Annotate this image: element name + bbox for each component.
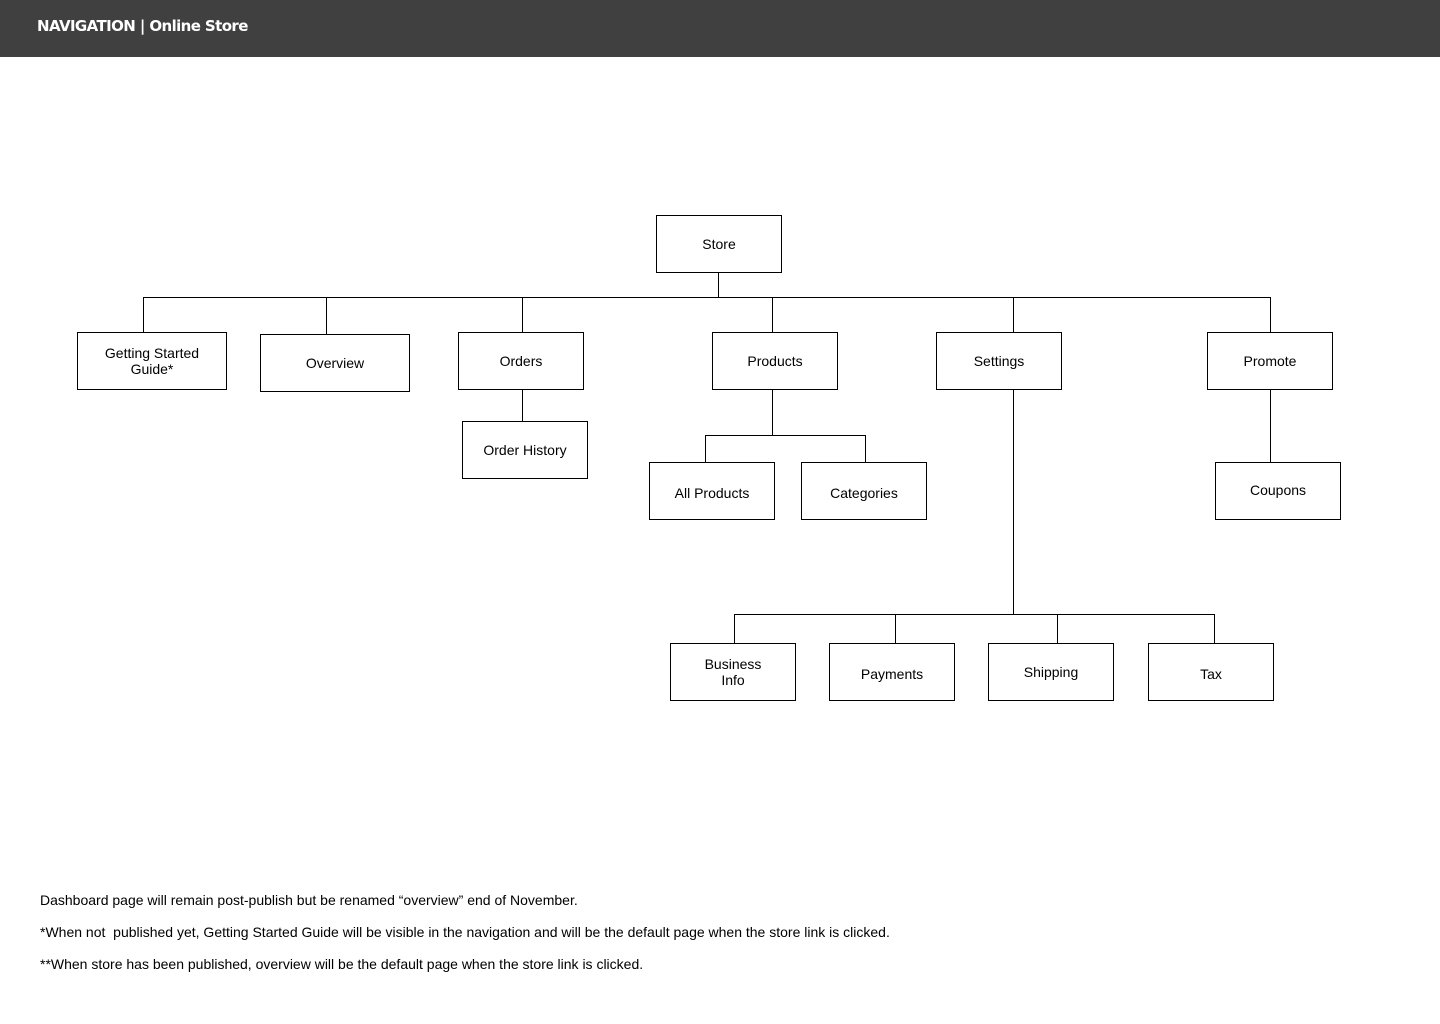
- node-overview: Overview: [260, 334, 410, 392]
- node-shipping: Shipping: [988, 643, 1114, 701]
- connector-orders-history: [522, 390, 523, 422]
- node-payments: Payments: [829, 643, 955, 701]
- footnote-dashboard: Dashboard page will remain post-publish …: [40, 892, 578, 908]
- connector-shipping: [1057, 614, 1058, 644]
- footnote-getting-started: *When not published yet, Getting Started…: [40, 924, 890, 940]
- page-title: NAVIGATION | Online Store: [37, 17, 248, 35]
- node-business-info: Business Info: [670, 643, 796, 701]
- node-tax: Tax: [1148, 643, 1274, 701]
- node-all-products: All Products: [649, 462, 775, 520]
- footnote-published: **When store has been published, overvie…: [40, 956, 644, 972]
- connector-settings: [1013, 297, 1014, 333]
- page-title-section: Online Store: [149, 17, 248, 35]
- page-title-main: NAVIGATION: [37, 17, 136, 35]
- node-order-history: Order History: [462, 421, 588, 479]
- connector-payments: [895, 614, 896, 644]
- connector-categories: [865, 435, 866, 463]
- node-promote: Promote: [1207, 332, 1333, 390]
- connector-promote: [1270, 297, 1271, 333]
- footnotes: Dashboard page will remain post-publish …: [40, 892, 890, 988]
- connector-business-info: [734, 614, 735, 644]
- node-getting-started-guide: Getting Started Guide*: [77, 332, 227, 390]
- connector-top-level-bar: [143, 297, 1271, 298]
- node-store: Store: [656, 215, 782, 273]
- node-categories: Categories: [801, 462, 927, 520]
- connector-tax: [1214, 614, 1215, 644]
- header-bar: NAVIGATION | Online Store: [0, 0, 1440, 57]
- connector-promote-coupons: [1270, 390, 1271, 463]
- connector-products-bar: [705, 435, 866, 436]
- node-orders: Orders: [458, 332, 584, 390]
- connector-all-products: [705, 435, 706, 463]
- connector-products: [772, 297, 773, 333]
- connector-store-down: [718, 273, 719, 298]
- connector-getting-started: [143, 297, 144, 333]
- connector-settings-bar: [734, 614, 1215, 615]
- node-settings: Settings: [936, 332, 1062, 390]
- connector-settings-down: [1013, 390, 1014, 615]
- node-products: Products: [712, 332, 838, 390]
- node-coupons: Coupons: [1215, 462, 1341, 520]
- page-title-separator: |: [135, 17, 150, 35]
- connector-products-down: [772, 390, 773, 436]
- connector-overview: [326, 297, 327, 335]
- connector-orders: [522, 297, 523, 333]
